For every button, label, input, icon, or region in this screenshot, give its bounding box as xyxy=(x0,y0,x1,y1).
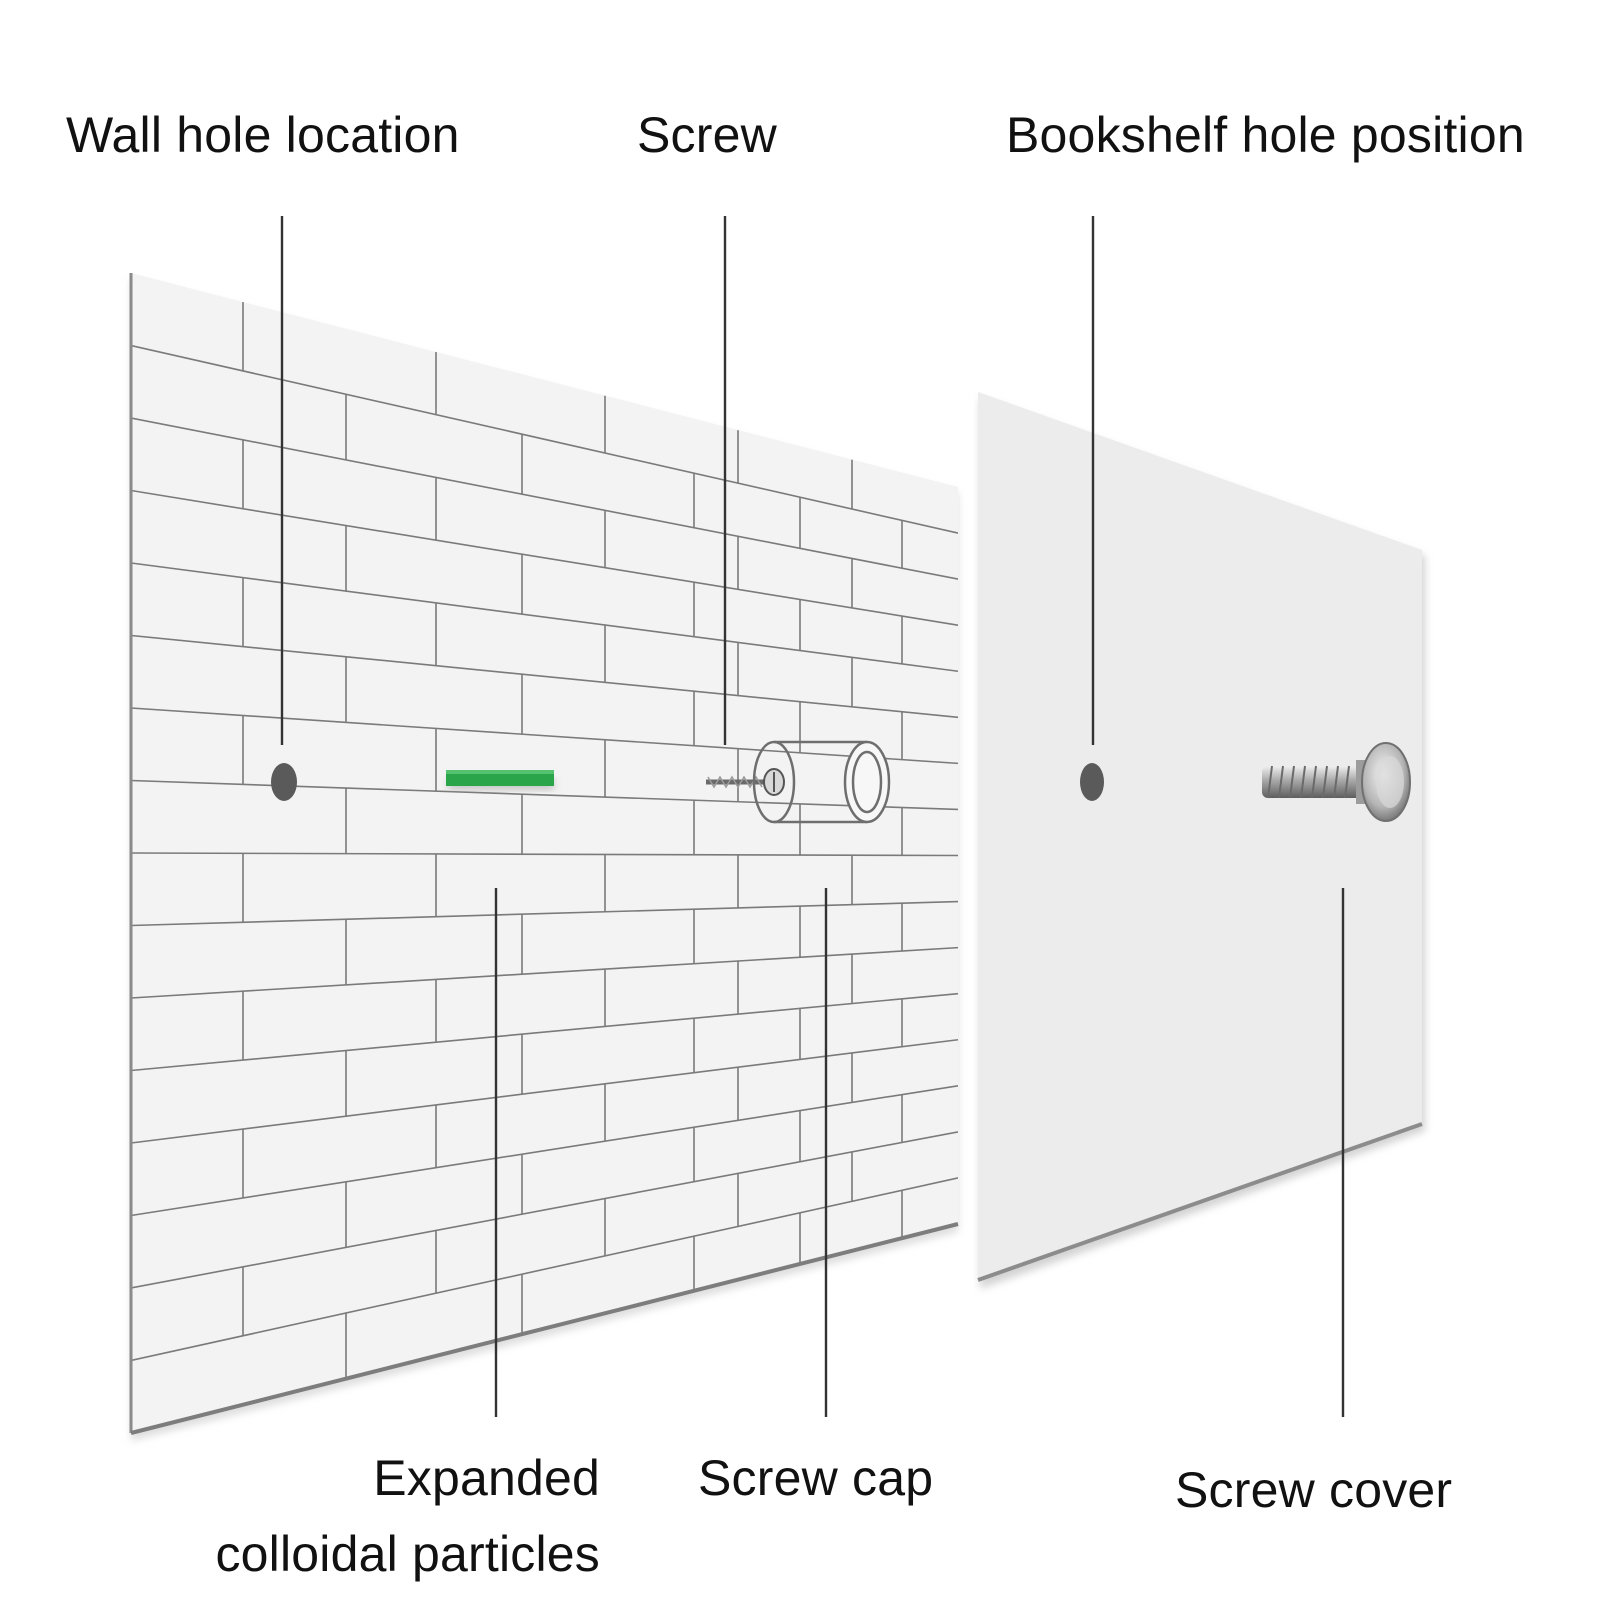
brick-wall xyxy=(129,273,959,1441)
mortar-line xyxy=(131,1085,958,1217)
wall-hole-marker xyxy=(271,763,297,801)
mortar-line xyxy=(131,900,958,927)
expansion-anchor xyxy=(446,770,554,790)
mortar-line xyxy=(131,1038,958,1144)
mortar-line xyxy=(131,562,958,673)
label-bookshelf-hole-position: Bookshelf hole position xyxy=(1006,107,1525,163)
mortar-line xyxy=(131,946,958,999)
mortar-line xyxy=(131,489,958,626)
mortar-line xyxy=(131,852,958,857)
mortar-line xyxy=(131,992,958,1072)
mortar-line xyxy=(131,1177,958,1362)
bookshelf-hole-marker xyxy=(1080,763,1104,801)
label-screw-cap: Screw cap xyxy=(698,1450,934,1506)
mortar-line xyxy=(131,1131,958,1289)
label-screw-cover: Screw cover xyxy=(1175,1462,1453,1518)
mortar-line xyxy=(131,417,958,580)
screw-icon xyxy=(706,768,785,796)
mortar-line xyxy=(131,344,958,534)
label-expanded-colloidal-particles: Expanded colloidal particles xyxy=(180,1440,600,1592)
mortar-line xyxy=(131,707,958,765)
mortar-line xyxy=(131,634,958,719)
label-expanded-line2: colloidal particles xyxy=(215,1526,600,1582)
screw-and-cap-assembly xyxy=(706,740,891,824)
mortar-line xyxy=(131,779,958,811)
label-screw: Screw xyxy=(637,107,777,163)
screw-cap-cylinder xyxy=(752,740,891,824)
screw-cover-icon xyxy=(1262,742,1411,822)
bookshelf-panel xyxy=(977,392,1425,1289)
label-expanded-line1: Expanded xyxy=(373,1450,600,1506)
label-wall-hole-location: Wall hole location xyxy=(66,107,460,163)
